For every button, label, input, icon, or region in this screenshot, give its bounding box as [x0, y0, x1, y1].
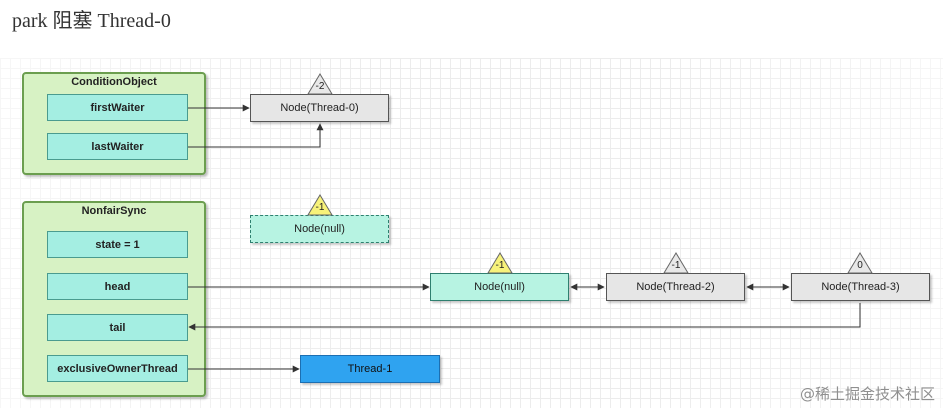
status-label-thread3: 0 — [857, 260, 863, 271]
status-label-thread2: -1 — [671, 260, 681, 271]
status-triangle-thread3: 0 — [847, 252, 873, 274]
nonfair-sync-title: NonfairSync — [81, 205, 147, 217]
node-thread-3: Node(Thread-3) — [791, 273, 930, 301]
last-waiter-field: lastWaiter — [47, 133, 188, 160]
status-triangle-dashed: -1 — [307, 194, 333, 216]
head-field: head — [47, 273, 188, 300]
tail-arrow — [188, 303, 861, 331]
owner-thread-1: Thread-1 — [300, 355, 440, 383]
node-thread-2: Node(Thread-2) — [606, 273, 745, 301]
status-triangle-head: -1 — [487, 252, 513, 274]
status-label-waiter: -2 — [315, 81, 325, 92]
status-triangle-waiter: -2 — [307, 73, 333, 95]
exclusive-owner-thread-field: exclusiveOwnerThread — [47, 355, 188, 382]
tail-field: tail — [47, 314, 188, 341]
status-label-dashed: -1 — [315, 202, 325, 213]
page-title: park 阻塞 Thread-0 — [12, 10, 171, 32]
status-label-head: -1 — [495, 260, 505, 271]
watermark: @稀土掘金技术社区 — [799, 385, 935, 403]
condition-object-title: ConditionObject — [71, 76, 157, 88]
state-field: state = 1 — [47, 231, 188, 258]
head-node-null: Node(null) — [430, 273, 569, 301]
dashed-node-null: Node(null) — [250, 215, 389, 243]
last-waiter-arrow — [188, 123, 324, 148]
waiter-node-thread-0: Node(Thread-0) — [250, 94, 389, 122]
first-waiter-field: firstWaiter — [47, 94, 188, 121]
status-triangle-thread2: -1 — [663, 252, 689, 274]
